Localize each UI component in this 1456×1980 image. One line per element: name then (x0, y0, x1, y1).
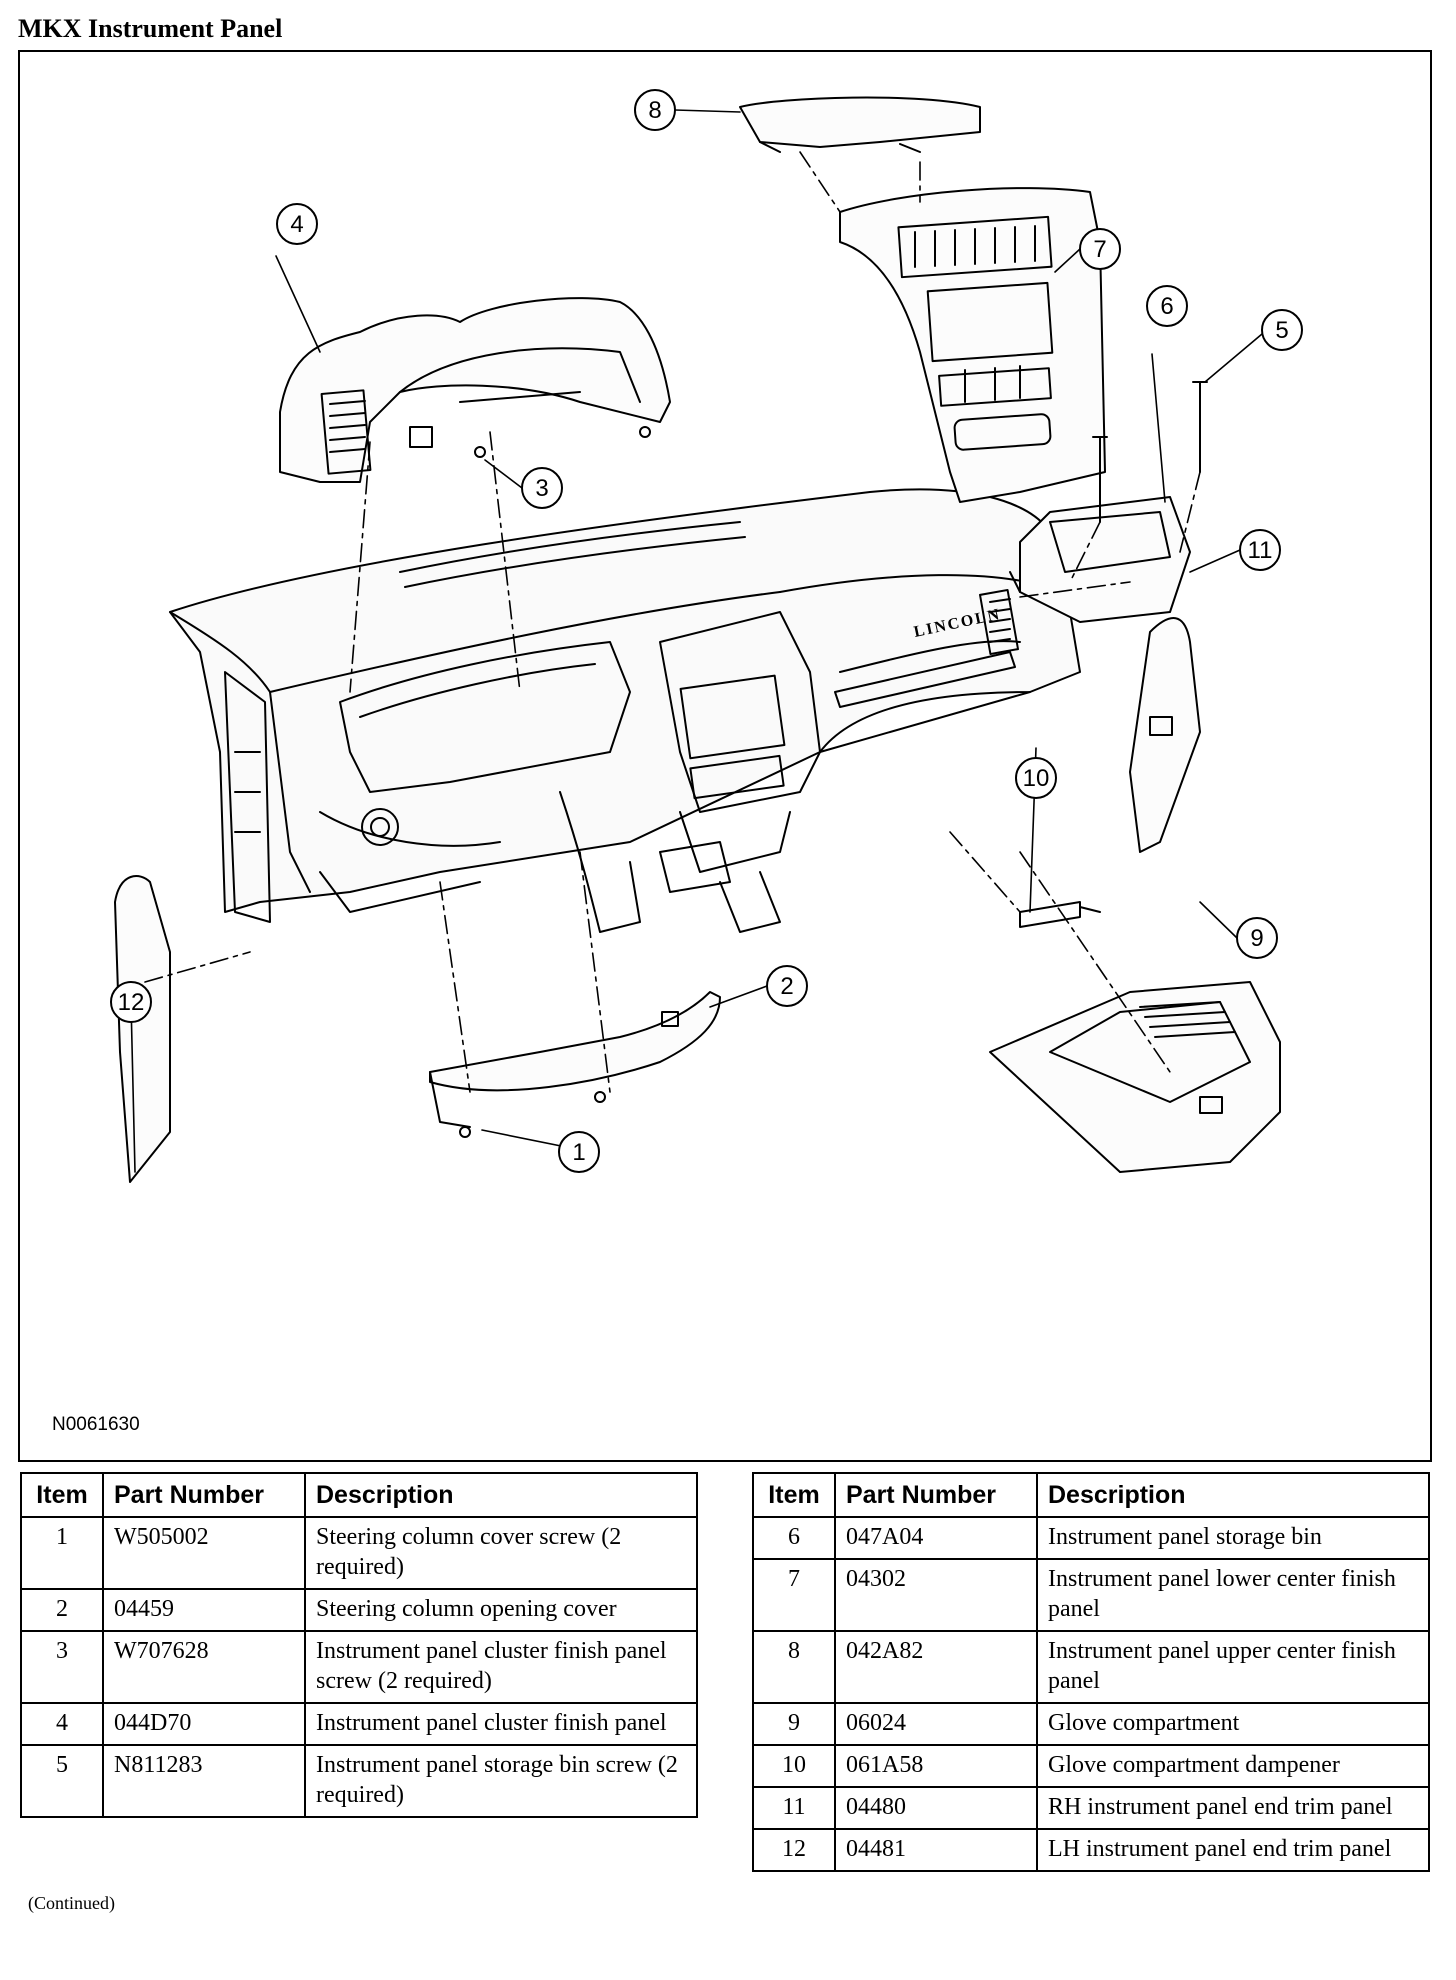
callout-2: 2 (766, 965, 808, 1007)
callout-8: 8 (634, 89, 676, 131)
item-cell: 8 (752, 1630, 836, 1704)
description-cell: Instrument panel storage bin screw (2 re… (304, 1744, 698, 1818)
callout-12: 12 (110, 981, 152, 1023)
description-cell: RH instrument panel end trim panel (1036, 1786, 1430, 1830)
description-cell: Instrument panel lower center finish pan… (1036, 1558, 1430, 1632)
svg-text:12: 12 (118, 989, 145, 1016)
cluster-finish-panel (279, 297, 671, 483)
part-number-cell: N811283 (102, 1744, 306, 1818)
column-header-description: Description (1036, 1472, 1430, 1518)
column-header-part-number: Part Number (834, 1472, 1038, 1518)
svg-text:8: 8 (648, 97, 661, 124)
description-cell: LH instrument panel end trim panel (1036, 1828, 1430, 1872)
table-row: 8 042A82 Instrument panel upper center f… (752, 1630, 1430, 1704)
description-cell: Steering column opening cover (304, 1588, 698, 1632)
part-number-cell: 042A82 (834, 1630, 1038, 1704)
glove-compartment-dampener (1019, 901, 1101, 928)
table-header-row: Item Part Number Description (20, 1472, 698, 1518)
item-cell: 6 (752, 1516, 836, 1560)
description-cell: Instrument panel storage bin (1036, 1516, 1430, 1560)
callout-11: 11 (1239, 529, 1281, 571)
item-cell: 2 (20, 1588, 104, 1632)
item-cell: 12 (752, 1828, 836, 1872)
diagram-drawing: 1 2 3 4 5 6 7 8 9 10 11 12 LINCOLN (110, 89, 1303, 1183)
part-number-cell: 04481 (834, 1828, 1038, 1872)
part-number-cell: 044D70 (102, 1702, 306, 1746)
column-header-part-number: Part Number (102, 1472, 306, 1518)
item-cell: 5 (20, 1744, 104, 1818)
lower-center-finish-panel (839, 187, 1106, 503)
svg-text:4: 4 (290, 211, 303, 238)
part-number-cell: 06024 (834, 1702, 1038, 1746)
svg-text:10: 10 (1023, 765, 1050, 792)
parts-table-left: Item Part Number Description 1 W505002 S… (20, 1472, 698, 1818)
part-number-cell: 04302 (834, 1558, 1038, 1632)
table-row: 3 W707628 Instrument panel cluster finis… (20, 1630, 698, 1704)
svg-text:1: 1 (572, 1139, 585, 1166)
column-header-description: Description (304, 1472, 698, 1518)
description-cell: Glove compartment (1036, 1702, 1430, 1746)
description-cell: Instrument panel cluster finish panel sc… (304, 1630, 698, 1704)
glove-compartment (989, 981, 1281, 1173)
table-row: 1 W505002 Steering column cover screw (2… (20, 1516, 698, 1590)
part-number-cell: W505002 (102, 1516, 306, 1590)
callouts: 1 2 3 4 5 6 7 8 9 10 11 12 (110, 89, 1303, 1173)
svg-text:6: 6 (1160, 293, 1173, 320)
figure-id: N0061630 (52, 1414, 140, 1435)
item-cell: 1 (20, 1516, 104, 1590)
rh-end-trim-panel (1129, 617, 1201, 853)
item-cell: 10 (752, 1744, 836, 1788)
part-number-cell: 04480 (834, 1786, 1038, 1830)
part-number-cell: W707628 (102, 1630, 306, 1704)
description-cell: Instrument panel upper center finish pan… (1036, 1630, 1430, 1704)
callout-4: 4 (276, 203, 318, 245)
callout-1: 1 (558, 1131, 600, 1173)
table-row: 10 061A58 Glove compartment dampener (752, 1744, 1430, 1788)
table-row: 6 047A04 Instrument panel storage bin (752, 1516, 1430, 1560)
item-cell: 9 (752, 1702, 836, 1746)
continued-note: (Continued) (28, 1893, 115, 1913)
alignment-lines (144, 151, 1201, 1093)
column-header-item: Item (20, 1472, 104, 1518)
table-row: 2 04459 Steering column opening cover (20, 1588, 698, 1632)
table-row: 5 N811283 Instrument panel storage bin s… (20, 1744, 698, 1818)
item-cell: 4 (20, 1702, 104, 1746)
svg-text:5: 5 (1275, 317, 1288, 344)
callout-3: 3 (521, 467, 563, 509)
table-row: 9 06024 Glove compartment (752, 1702, 1430, 1746)
svg-text:7: 7 (1093, 236, 1106, 263)
table-row: 7 04302 Instrument panel lower center fi… (752, 1558, 1430, 1632)
callout-10: 10 (1015, 757, 1057, 799)
part-number-cell: 061A58 (834, 1744, 1038, 1788)
table-row: 11 04480 RH instrument panel end trim pa… (752, 1786, 1430, 1830)
svg-text:9: 9 (1250, 925, 1263, 952)
description-cell: Glove compartment dampener (1036, 1744, 1430, 1788)
svg-text:3: 3 (535, 475, 548, 502)
callout-5: 5 (1261, 309, 1303, 351)
svg-text:2: 2 (780, 973, 793, 1000)
column-header-item: Item (752, 1472, 836, 1518)
page-title: MKX Instrument Panel (18, 14, 283, 43)
upper-center-finish-panel (739, 96, 981, 153)
callout-7: 7 (1079, 228, 1121, 270)
table-row: 12 04481 LH instrument panel end trim pa… (752, 1828, 1430, 1872)
dashboard-body (169, 488, 1081, 933)
part-number-cell: 04459 (102, 1588, 306, 1632)
callout-9: 9 (1236, 917, 1278, 959)
table-header-row: Item Part Number Description (752, 1472, 1430, 1518)
description-cell: Steering column cover screw (2 required) (304, 1516, 698, 1590)
lh-end-trim-panel (114, 875, 171, 1183)
parts-table-right: Item Part Number Description 6 047A04 In… (752, 1472, 1430, 1872)
item-cell: 3 (20, 1630, 104, 1704)
table-row: 4 044D70 Instrument panel cluster finish… (20, 1702, 698, 1746)
item-cell: 11 (752, 1786, 836, 1830)
steering-column-opening-cover (429, 991, 721, 1128)
part-number-cell: 047A04 (834, 1516, 1038, 1560)
callout-6: 6 (1146, 285, 1188, 327)
description-cell: Instrument panel cluster finish panel (304, 1702, 698, 1746)
svg-text:11: 11 (1248, 537, 1273, 564)
exploded-diagram: 1 2 3 4 5 6 7 8 9 10 11 12 LINCOLN N0061… (18, 50, 1432, 1462)
item-cell: 7 (752, 1558, 836, 1632)
